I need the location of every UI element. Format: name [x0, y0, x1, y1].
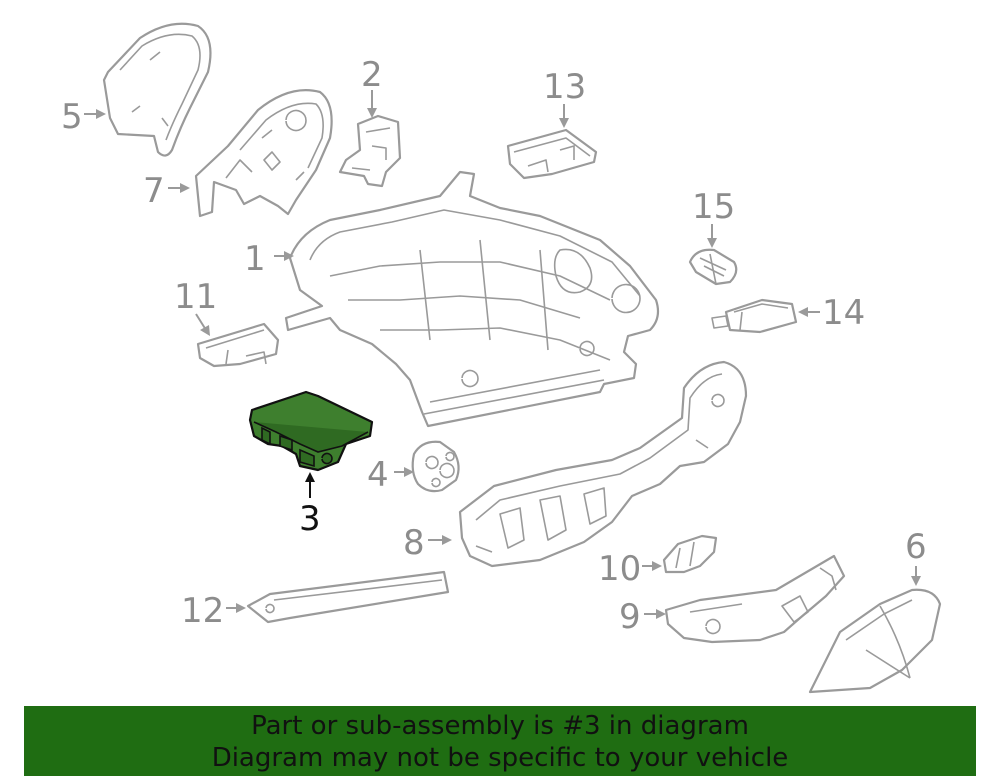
callout-6: 6	[905, 527, 927, 586]
callout-6-label: 6	[905, 527, 927, 567]
callout-11: 11	[174, 277, 217, 336]
callout-9-label: 9	[619, 597, 641, 637]
callout-10-label: 10	[598, 549, 641, 589]
callout-5-label: 5	[61, 97, 83, 137]
part-9-side-trim	[664, 554, 846, 644]
callout-12-label: 12	[181, 591, 224, 631]
info-banner: Part or sub-assembly is #3 in diagram Di…	[24, 706, 976, 776]
part-4-adjuster	[411, 440, 460, 493]
callout-2-label: 2	[361, 55, 383, 95]
part-11-rail-cover	[196, 322, 280, 368]
callout-7-label: 7	[143, 171, 165, 211]
callout-8: 8	[403, 523, 452, 563]
banner-line-2: Diagram may not be specific to your vehi…	[211, 743, 789, 773]
part-12-rail-trim	[246, 570, 450, 624]
part-5-backrest-panel	[102, 22, 212, 157]
callout-5: 5	[61, 97, 106, 137]
callout-1: 1	[244, 239, 294, 279]
callout-9: 9	[619, 597, 666, 637]
callout-4: 4	[367, 455, 414, 495]
callout-4-label: 4	[367, 455, 389, 495]
parts-diagram: 1 2 3 4 5 6 7 8 9 10	[61, 22, 942, 694]
callout-7: 7	[143, 171, 190, 211]
part-14-motor	[711, 298, 798, 334]
part-13-rail-cover	[506, 128, 598, 180]
part-8-side-trim	[458, 360, 748, 568]
callout-8-label: 8	[403, 523, 425, 563]
callout-3: 3	[299, 472, 321, 539]
callout-1-label: 1	[244, 239, 266, 279]
part-7-side-shield	[194, 89, 333, 218]
callout-11-label: 11	[174, 277, 217, 317]
callout-13: 13	[543, 67, 586, 128]
callout-15-label: 15	[692, 187, 735, 227]
banner-line-1: Part or sub-assembly is #3 in diagram	[251, 711, 749, 741]
callout-10: 10	[598, 549, 662, 589]
part-1-seat-frame	[284, 170, 660, 428]
part-3-control-module[interactable]	[248, 390, 374, 472]
part-15-switch	[688, 248, 738, 286]
callout-13-label: 13	[543, 67, 586, 107]
callout-2: 2	[361, 55, 383, 118]
callout-3-label: 3	[299, 499, 321, 539]
callout-15: 15	[692, 187, 735, 248]
part-10-knob	[662, 534, 718, 574]
callout-14-label: 14	[822, 293, 865, 333]
callout-12: 12	[181, 591, 246, 631]
part-6-corner-cover	[808, 588, 942, 694]
callout-14: 14	[798, 293, 865, 333]
part-2-bracket	[338, 114, 402, 188]
